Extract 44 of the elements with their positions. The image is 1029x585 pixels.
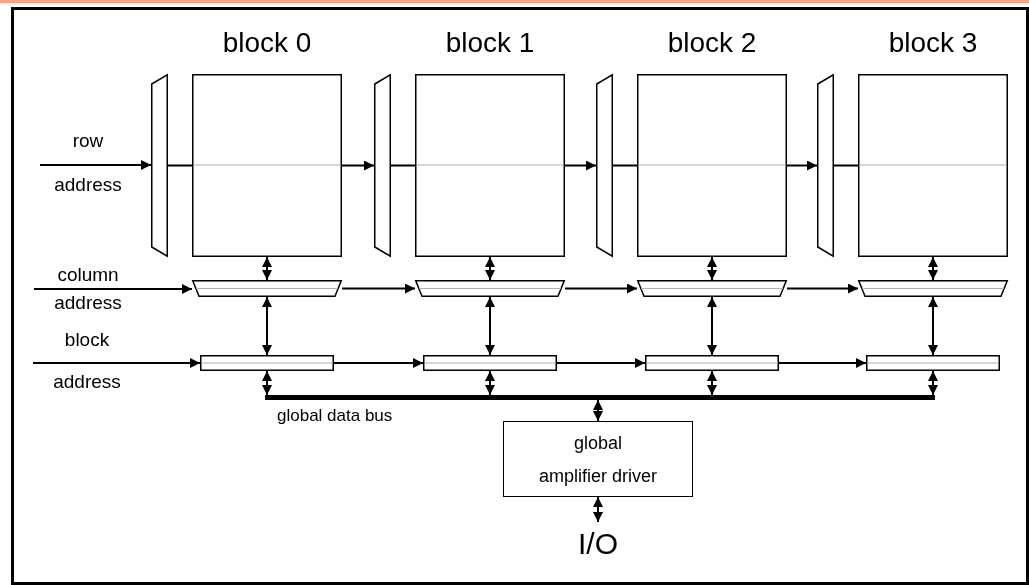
double-arrow — [262, 256, 272, 281]
double-arrow — [262, 296, 272, 356]
double-arrow — [707, 256, 717, 281]
arrow — [564, 160, 597, 171]
double-arrow — [485, 296, 495, 356]
arrow — [32, 358, 201, 368]
double-arrow — [928, 296, 938, 356]
arrow — [333, 358, 424, 368]
connector-line — [390, 164, 416, 167]
signal-label: address — [53, 372, 121, 392]
arrow — [341, 160, 375, 171]
double-arrow — [262, 370, 272, 396]
double-arrow — [485, 370, 495, 396]
signal-label: block — [64, 330, 110, 350]
signal-label: row — [72, 131, 104, 151]
arrow — [786, 160, 818, 171]
double-arrow — [707, 296, 717, 356]
arrow — [786, 283, 859, 294]
io-label: I/O — [578, 526, 618, 562]
double-arrow — [593, 399, 603, 422]
arrow — [564, 283, 638, 294]
double-arrow — [928, 256, 938, 281]
signal-label: address — [54, 293, 122, 313]
arrow — [39, 160, 152, 170]
block-title: block 0 — [222, 26, 312, 60]
arrow — [556, 358, 646, 368]
arrow — [341, 283, 416, 294]
arrow — [33, 284, 193, 294]
signal-label: address — [54, 175, 122, 195]
connector-line — [167, 164, 193, 167]
block-title: block 1 — [445, 26, 535, 60]
arrow — [778, 358, 867, 368]
double-arrow — [593, 496, 603, 523]
block-title: block 3 — [888, 26, 978, 60]
connector-line — [612, 164, 638, 167]
box-label: global — [573, 431, 622, 454]
block-title: block 2 — [667, 26, 757, 60]
signal-label: column — [57, 265, 119, 285]
double-arrow — [707, 370, 717, 396]
bus-label: global data bus — [277, 405, 393, 427]
double-arrow — [485, 256, 495, 281]
double-arrow — [928, 370, 938, 396]
box-label: amplifier driver — [539, 464, 657, 487]
connector-line — [833, 164, 859, 167]
